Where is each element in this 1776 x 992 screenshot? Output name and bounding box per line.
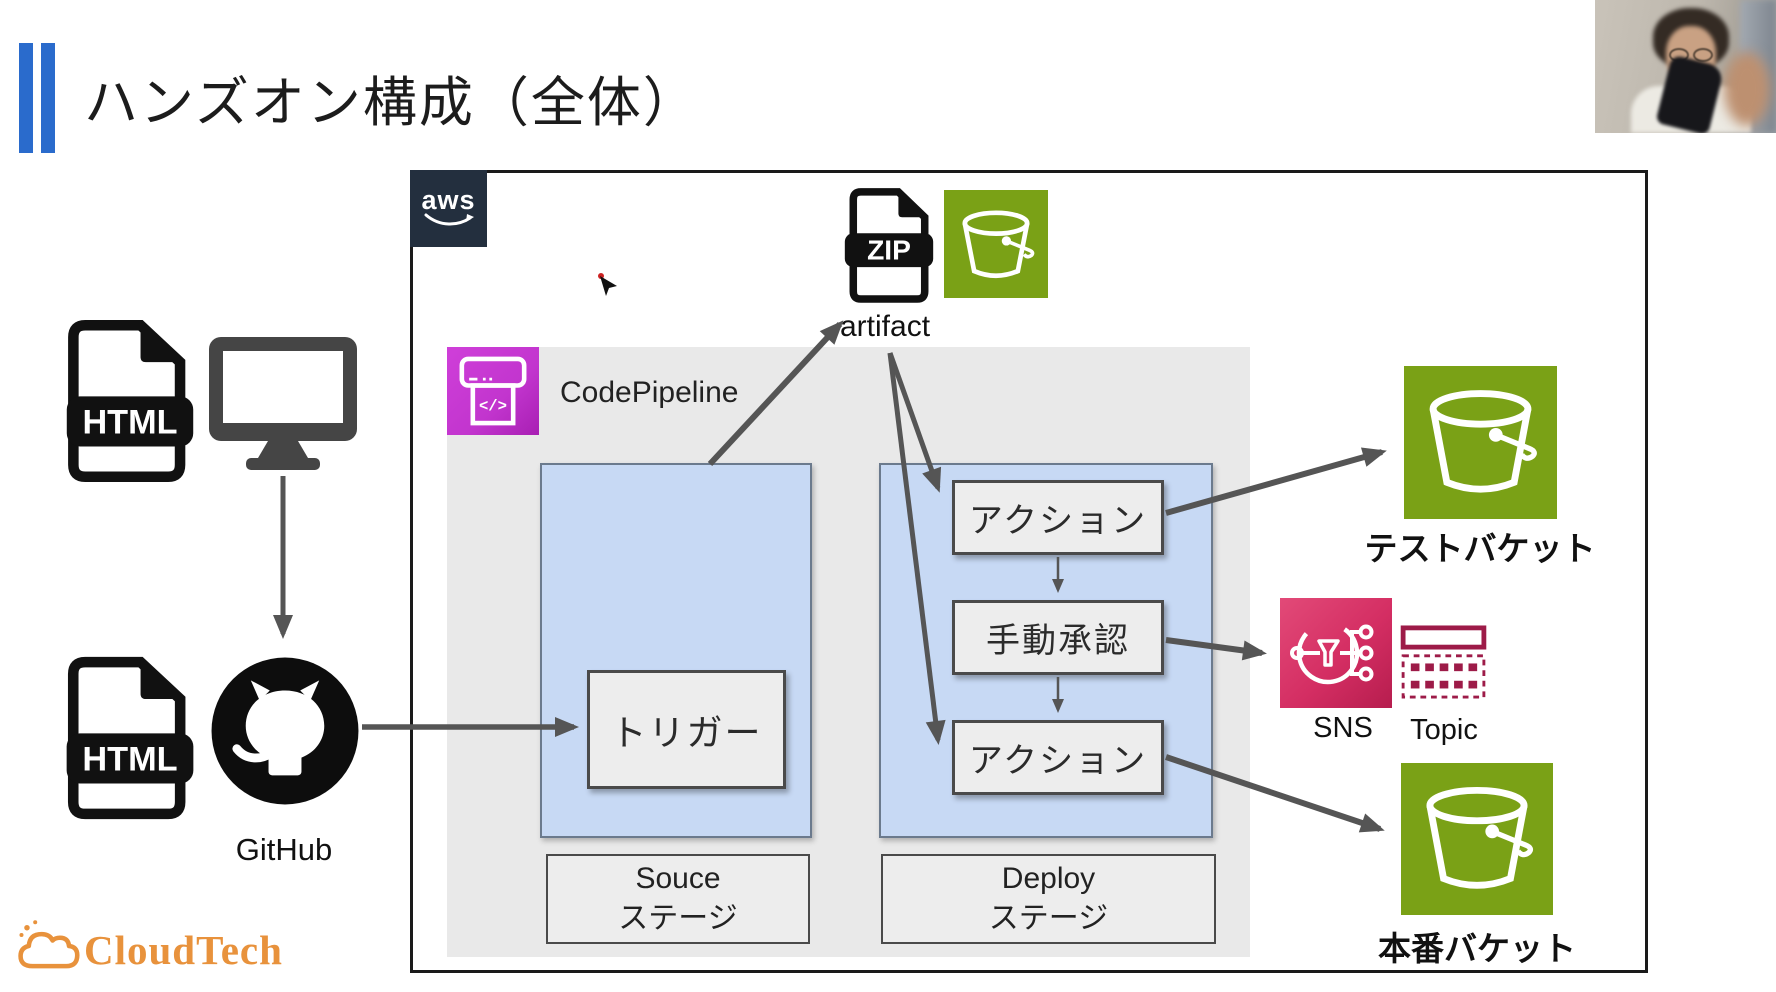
artifact-label: artifact: [840, 310, 931, 343]
codepipeline-icon: </>: [447, 347, 539, 435]
deploy-stage-label-line2: ステージ: [988, 902, 1109, 935]
deploy-stage-label: Deploy ステージ: [881, 854, 1216, 944]
github-label: GitHub: [235, 832, 333, 867]
presenter-hand: [1724, 52, 1770, 126]
source-stage-label: Souce ステージ: [546, 854, 810, 944]
sns-topic-icon: [1400, 625, 1487, 699]
cloud-logo-icon: [18, 920, 80, 969]
trigger-node: トリガー: [587, 670, 786, 789]
sns-label: SNS: [1313, 712, 1373, 744]
title-accent-bar-2: [41, 43, 55, 153]
monitor-icon: [209, 337, 357, 470]
codepipeline-label: CodePipeline: [560, 376, 739, 409]
page-title: ハンズオン構成（全体）: [84, 73, 699, 133]
title-accent-bar-1: [19, 43, 33, 153]
test-bucket-icon: [1404, 366, 1557, 519]
codepipeline-icon-glyph: </>: [479, 397, 507, 415]
html-file-icon: HTML: [66, 320, 194, 482]
presenter-glasses: [1693, 48, 1713, 62]
mouse-cursor: [598, 273, 617, 296]
github-octocat-icon: [211, 657, 359, 805]
prod-bucket-icon: [1401, 763, 1553, 915]
aws-smile-icon: [424, 213, 474, 225]
manual-approval-node: 手動承認: [952, 600, 1164, 675]
deploy-action2-node: アクション: [952, 720, 1164, 795]
prod-bucket-label: 本番バケット: [1378, 930, 1576, 967]
html-file-text: HTML: [82, 740, 177, 778]
source-stage-label-line2: ステージ: [618, 902, 738, 935]
deploy-stage-label-line1: Deploy: [1001, 862, 1096, 895]
artifact-bucket-icon: [944, 190, 1048, 298]
source-stage-label-line1: Souce: [635, 862, 721, 895]
html-file-text: HTML: [82, 403, 177, 441]
deploy-action1-node: アクション: [952, 480, 1164, 555]
html-file-icon: HTML: [66, 656, 194, 820]
aws-logo-badge: aws: [410, 170, 487, 247]
zip-file-icon: ZIP: [844, 188, 934, 303]
zip-file-text: ZIP: [867, 234, 911, 266]
sns-icon: [1280, 598, 1392, 708]
webcam-overlay: [1595, 0, 1776, 133]
cloudtech-brand: CloudTech: [84, 927, 283, 973]
topic-label: Topic: [1410, 714, 1478, 746]
aws-logo-text: aws: [421, 184, 476, 215]
test-bucket-label: テストバケット: [1364, 530, 1596, 567]
